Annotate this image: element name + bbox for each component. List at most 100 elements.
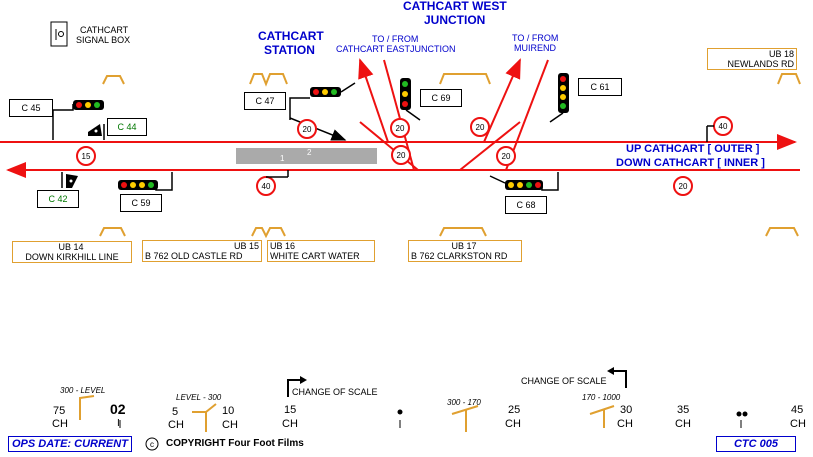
signal-label-c45: C 45 bbox=[9, 99, 53, 117]
gradient-marker-4 bbox=[589, 405, 615, 428]
speed-marker-15: 15 bbox=[76, 146, 96, 166]
dest-east-line2: CATHCART EASTJUNCTION bbox=[336, 44, 456, 54]
signal-label-c59: C 59 bbox=[120, 194, 162, 212]
ops-date: OPS DATE: CURRENT bbox=[8, 436, 132, 452]
crossover bbox=[359, 121, 419, 171]
bridge-ub15-name: B 762 OLD CASTLE RD bbox=[145, 251, 243, 261]
scale-25-ch: CH bbox=[505, 418, 521, 430]
gradient-label-3: 300 - 170 bbox=[447, 398, 481, 407]
dest-muirend-line2: MUIREND bbox=[514, 43, 556, 53]
ground-signal-c44 bbox=[88, 124, 105, 140]
scale-30: 30 bbox=[620, 404, 633, 416]
gradient-marker-3 bbox=[451, 405, 479, 432]
cathcart-station-line1: CATHCART bbox=[258, 29, 324, 43]
branch-east-outer bbox=[358, 58, 389, 143]
scale-10-ch: CH bbox=[222, 419, 238, 431]
speed-marker-20a: 20 bbox=[297, 119, 317, 139]
svg-text:20: 20 bbox=[397, 151, 406, 160]
signal-c45 bbox=[52, 100, 104, 140]
speed-marker-20d: 20 bbox=[470, 117, 490, 137]
speed-marker-20c: 20 bbox=[391, 145, 411, 165]
gradient-marker-1 bbox=[79, 395, 95, 420]
cathcart-station-line2: STATION bbox=[264, 43, 315, 57]
scale-10: 10 bbox=[222, 405, 235, 417]
signal-label-c61: C 61 bbox=[578, 78, 622, 96]
scale-75-ch: CH bbox=[52, 418, 68, 430]
scale-75: 75 bbox=[53, 405, 66, 417]
bridge-markers bbox=[99, 73, 801, 239]
platform-1-label: 1 bbox=[280, 154, 285, 163]
change-of-scale-arrow-1 bbox=[287, 376, 307, 397]
svg-text:40: 40 bbox=[262, 182, 271, 191]
bridge-ub18: UB 18 NEWLANDS RD bbox=[707, 48, 797, 70]
scale-15-ch: CH bbox=[282, 418, 298, 430]
bridge-ub14-number: UB 14 bbox=[58, 242, 84, 252]
bridge-ub18-number: UB 18 bbox=[768, 49, 794, 59]
up-line-label: UP CATHCART [ OUTER ] bbox=[626, 143, 760, 155]
gradient-label-2: LEVEL - 300 bbox=[176, 393, 222, 402]
down-line-label: DOWN CATHCART [ INNER ] bbox=[616, 157, 765, 169]
bridge-ub16-name: WHITE CART WATER bbox=[270, 251, 360, 261]
signal-box-label-1: CATHCART bbox=[80, 25, 129, 35]
west-junction-line2: JUNCTION bbox=[424, 13, 486, 27]
signal-label-c42: C 42 bbox=[37, 190, 79, 208]
speed-marker-40b: 40 bbox=[713, 116, 733, 136]
scale-dot-3 bbox=[742, 411, 748, 417]
scale-5-ch: CH bbox=[168, 419, 184, 431]
signal-label-c47: C 47 bbox=[244, 92, 286, 110]
svg-text:20: 20 bbox=[476, 123, 485, 132]
scale-35-ch: CH bbox=[675, 418, 691, 430]
signal-label-c69: C 69 bbox=[420, 89, 462, 107]
gradient-label-4: 170 - 1000 bbox=[582, 393, 621, 402]
speed-marker-20b: 20 bbox=[390, 118, 410, 138]
bridge-ub18-name: NEWLANDS RD bbox=[727, 59, 794, 69]
scale-35: 35 bbox=[677, 404, 690, 416]
platform bbox=[236, 148, 377, 164]
bridge-ub17-number: UB 17 bbox=[451, 241, 477, 251]
signal-label-c68: C 68 bbox=[505, 196, 547, 214]
change-of-scale-arrow-2 bbox=[607, 367, 627, 388]
scale-45-ch: CH bbox=[790, 418, 806, 430]
svg-text:15: 15 bbox=[82, 152, 91, 161]
svg-text:c: c bbox=[150, 440, 154, 449]
signal-label-c44: C 44 bbox=[107, 118, 147, 136]
svg-text:40: 40 bbox=[719, 122, 728, 131]
scale-dot-2 bbox=[736, 411, 742, 417]
ctc-number: CTC 005 bbox=[716, 436, 796, 452]
scale-25: 25 bbox=[508, 404, 521, 416]
west-junction-line1: CATHCART WEST bbox=[403, 0, 507, 13]
bridge-ub16-number: UB 16 bbox=[270, 241, 296, 251]
bridge-ub14: UB 14 DOWN KIRKHILL LINE bbox=[12, 241, 132, 263]
signal-c68 bbox=[489, 172, 559, 191]
route-arrow bbox=[289, 117, 347, 141]
bridge-ub17-name: B 762 CLARKSTON RD bbox=[411, 251, 508, 261]
scale-02-sub: I bbox=[117, 418, 120, 429]
gradient-label-1: 300 - LEVEL bbox=[60, 386, 106, 395]
gradient-marker-2 bbox=[192, 403, 217, 432]
svg-text:20: 20 bbox=[396, 124, 405, 133]
change-of-scale-label-1: CHANGE OF SCALE bbox=[292, 387, 378, 397]
bridge-ub14-name: DOWN KIRKHILL LINE bbox=[25, 252, 119, 262]
scale-30-ch: CH bbox=[617, 418, 633, 430]
signal-c59 bbox=[118, 172, 173, 191]
signal-c69 bbox=[400, 78, 421, 121]
bridge-ub17: UB 17 B 762 CLARKSTON RD bbox=[408, 240, 522, 262]
branch-muirend-outer bbox=[483, 58, 521, 143]
dest-east-line1: TO / FROM bbox=[372, 34, 419, 44]
signal-c47 bbox=[289, 82, 356, 120]
dest-muirend-line1: TO / FROM bbox=[512, 33, 559, 43]
change-of-scale-label-2: CHANGE OF SCALE bbox=[521, 376, 607, 386]
speed-marker-40a: 40 bbox=[256, 176, 276, 196]
scale-15: 15 bbox=[284, 404, 297, 416]
svg-text:20: 20 bbox=[502, 152, 511, 161]
bridge-ub15: UB 15 B 762 OLD CASTLE RD bbox=[142, 240, 262, 262]
speed-marker-20e: 20 bbox=[496, 146, 516, 166]
svg-text:20: 20 bbox=[679, 182, 688, 191]
platform-2-label: 2 bbox=[307, 148, 312, 157]
copyright-text: COPYRIGHT Four Foot Films bbox=[166, 438, 304, 449]
scale-45: 45 bbox=[791, 404, 804, 416]
copyright-icon bbox=[145, 437, 159, 451]
svg-text:20: 20 bbox=[303, 125, 312, 134]
signal-box-label-2: SIGNAL BOX bbox=[76, 35, 131, 45]
